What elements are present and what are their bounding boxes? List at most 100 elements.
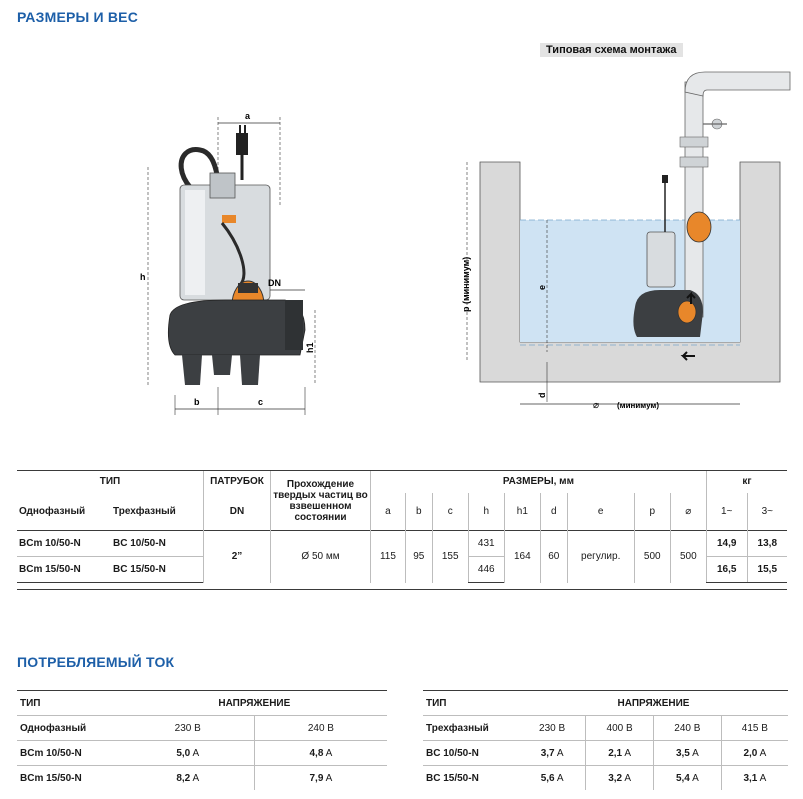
dim-label-b: b [194,397,200,407]
cur-right-row2-v3: 5,4 [675,772,690,784]
unit: A [556,747,564,759]
cur-right-row2-v1-cell: 5,6 A [519,765,586,790]
shared-dia: 500 [669,530,707,583]
header-type: ТИП [17,470,204,493]
header-col-dia: ⌀ [669,492,707,531]
cur-right-voltage-1: 230 В [519,715,586,741]
dim-label-h: h [140,272,146,282]
cur-right-row1-v3: 3,5 [675,747,690,759]
section-title-dimensions: РАЗМЕРЫ И ВЕС [17,9,139,25]
cur-left-row1-v2-cell: 4,8 A [253,740,387,766]
shared-a: 115 [370,530,406,583]
cur-left-row2-v2-cell: 7,9 A [253,765,387,790]
section-title-current: ПОТРЕБЛЯЕМЫЙ ТОК [17,654,175,670]
shared-p: 500 [633,530,671,583]
cur-right-row2-v1: 5,6 [540,772,555,784]
header-kg-1: 1~ [705,492,748,531]
cur-right-row1-v1: 3,7 [540,747,555,759]
shared-c: 155 [431,530,469,583]
cur-right-row2-model: BC 15/50-N [423,765,519,790]
table-row: BCm 10/50-N 5,0 A 4,8 A [17,740,387,766]
current-table-three-phase: ТИП НАПРЯЖЕНИЕ Трехфазный 230 В 400 В 24… [423,690,788,790]
cur-right-row1-v3-cell: 3,5 A [652,740,722,766]
row1-h: 431 [467,530,505,557]
pump-dimension-drawing: a h DN h1 b c [140,111,316,415]
cur-right-row2-v4: 3,1 [743,772,758,784]
dimensions-table: ТИП ПАТРУБОК Прохождение твердых частиц … [17,470,787,583]
current-table-single-phase: ТИП НАПРЯЖЕНИЕ Однофазный 230 В 240 В BC… [17,690,387,790]
cur-right-row2-v2-cell: 3,2 A [585,765,654,790]
unit: A [624,772,632,784]
unit: A [759,747,767,759]
shared-b: 95 [404,530,433,583]
table-row: BCm 15/50-N 8,2 A 7,9 A [17,765,387,790]
header-single-phase: Однофазный [19,505,86,517]
header-kg: кг [705,470,787,493]
row2-kg3: 15,5 [746,556,787,583]
header-col-d: d [539,492,568,531]
cur-left-type-header: ТИП [17,690,122,716]
dim-label-a: a [245,111,251,121]
table-row: BC 10/50-N 3,7 A 2,1 A 3,5 A 2,0 A [423,740,788,766]
header-solids: Прохождение твердых частиц во взвешенном… [270,470,371,531]
cur-left-row2-v1-cell: 8,2 A [121,765,255,790]
cur-left-row1-v2: 4,8 [309,747,324,759]
dim-label-h1: h1 [305,342,315,353]
header-col-a: a [370,492,406,531]
unit: A [692,772,699,784]
unit: A [325,772,333,784]
cur-left-voltage-header: НАПРЯЖЕНИЕ [121,690,387,716]
cur-right-row2-v4-cell: 3,1 A [720,765,788,790]
dim-label-diameter: (минимум) [617,401,659,410]
row1-single-model: BCm 10/50-N [17,530,111,557]
shared-e: регулир. [566,530,635,583]
header-three-phase: Трехфазный [113,505,176,517]
cur-left-voltage-1: 230 В [121,715,255,741]
cur-right-row1-v4-cell: 2,0 A [720,740,788,766]
unit: A [556,772,564,784]
cur-left-row2-v1: 8,2 [176,772,191,784]
unit: A [192,747,200,759]
header-col-c: c [431,492,469,531]
cur-right-row1-v1-cell: 3,7 A [519,740,586,766]
cur-right-row1-v4: 2,0 [743,747,758,759]
row2-h: 446 [467,556,505,583]
cur-right-row2-v2: 3,2 [608,772,623,784]
cur-right-phase: Трехфазный [423,715,519,741]
dim-label-d: d [537,393,547,399]
shared-h1: 164 [503,530,541,583]
unit: A [192,772,200,784]
row1-three-model: BC 10/50-N [111,530,204,557]
table-row: BCm 15/50-N BC 15/50-N 446 16,5 15,5 [17,556,787,583]
cur-left-voltage-2: 240 В [253,715,387,741]
header-outlet: ПАТРУБОК [203,470,271,493]
cur-right-voltage-4: 415 В [720,715,788,741]
header-col-e: e [566,492,635,531]
cur-right-row1-v2: 2,1 [608,747,623,759]
dim-label-c: c [258,397,263,407]
unit: A [759,772,767,784]
cur-left-row1-v1: 5,0 [176,747,191,759]
shared-d: 60 [539,530,568,583]
dim-label-dn: DN [268,278,281,288]
shared-solids: Ø 50 мм [270,530,371,583]
cur-right-voltage-2: 400 В [585,715,654,741]
dim-label-p: p (минимум) [461,257,471,312]
header-sizes: РАЗМЕРЫ, мм [370,470,707,493]
header-dn: DN [203,492,271,531]
header-col-h: h [467,492,505,531]
cur-right-row2-v3-cell: 5,4 A [652,765,722,790]
cur-right-type-header: ТИП [423,690,519,716]
row2-three-model: BC 15/50-N [111,556,204,583]
header-col-p: p [633,492,671,531]
cur-right-row1-v2-cell: 2,1 A [585,740,654,766]
row2-single-model: BCm 15/50-N [17,556,111,583]
table-bottom-rule [17,589,787,590]
cur-left-row2-model: BCm 15/50-N [17,765,122,790]
cur-left-row1-model: BCm 10/50-N [17,740,122,766]
cur-right-row1-model: BC 10/50-N [423,740,519,766]
cur-left-row1-v1-cell: 5,0 A [121,740,255,766]
cur-left-row2-v2: 7,9 [309,772,324,784]
unit: A [692,747,699,759]
header-col-b: b [404,492,433,531]
